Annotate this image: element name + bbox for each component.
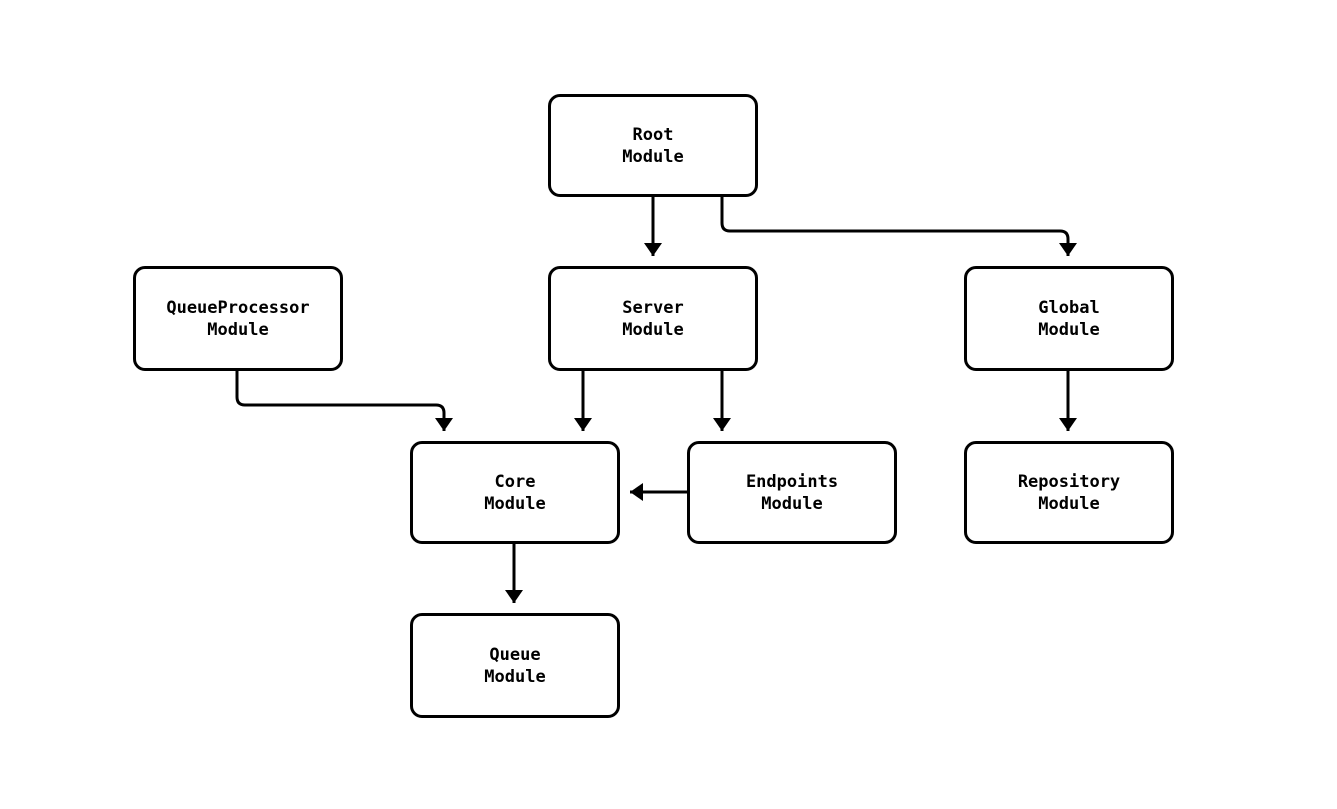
arrowhead-core-to-queue — [505, 590, 523, 603]
node-label: Server Module — [622, 297, 684, 340]
node-global-module[interactable]: Global Module — [964, 266, 1174, 371]
node-label: QueueProcessor Module — [166, 297, 310, 340]
edge-queueprocessor-to-core — [235, 371, 446, 431]
node-core-module[interactable]: Core Module — [410, 441, 620, 544]
arrowhead-server-to-core — [574, 418, 592, 431]
node-queue-module[interactable]: Queue Module — [410, 613, 620, 718]
node-queueprocessor-module[interactable]: QueueProcessor Module — [133, 266, 343, 371]
arrowhead-global-to-repository — [1059, 418, 1077, 431]
edge-root-to-global — [720, 197, 1070, 256]
node-label: Core Module — [484, 471, 546, 514]
node-endpoints-module[interactable]: Endpoints Module — [687, 441, 897, 544]
arrowhead-endpoints-to-core — [630, 483, 643, 501]
node-label: Root Module — [622, 124, 684, 167]
node-root-module[interactable]: Root Module — [548, 94, 758, 197]
arrowhead-queueprocessor-to-core — [435, 418, 453, 431]
arrowhead-server-to-endpoints — [713, 418, 731, 431]
node-label: Repository Module — [1017, 471, 1121, 514]
node-label: Endpoints Module — [745, 471, 839, 514]
edges-group — [235, 197, 1077, 603]
node-label: Global Module — [1038, 297, 1100, 340]
node-server-module[interactable]: Server Module — [548, 266, 758, 371]
node-label: Queue Module — [484, 644, 546, 687]
node-repository-module[interactable]: Repository Module — [964, 441, 1174, 544]
arrowhead-root-to-global — [1059, 243, 1077, 256]
arrowhead-root-to-server — [644, 243, 662, 256]
